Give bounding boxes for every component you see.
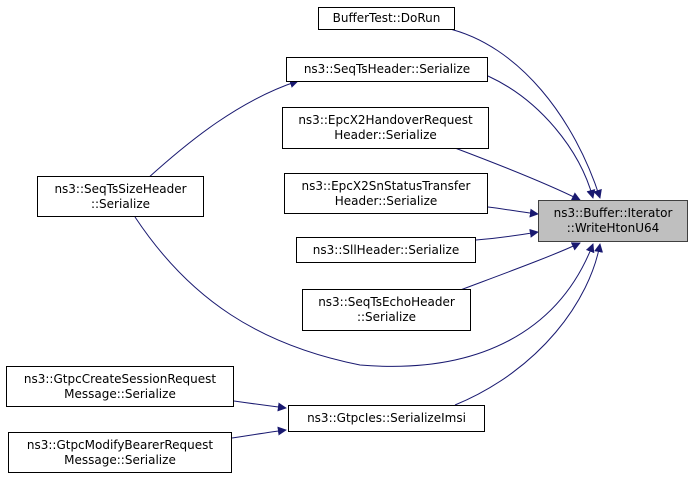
edge-sll-to-target: [475, 228, 539, 241]
edge-seqts-to-target: [487, 75, 596, 199]
node-epcx2snstatustransferheader-serialize[interactable]: ns3::EpcX2SnStatusTransfer Header::Seria…: [284, 173, 488, 214]
node-label-line: ::Serialize: [356, 310, 417, 324]
node-label-line: ns3::GtpcIes::SerializeImsi: [307, 411, 466, 425]
node-label-line: ns3::EpcX2HandoverRequest: [298, 113, 473, 127]
edge-gtpccreate-to-gtpcies: [233, 400, 287, 412]
node-label-line: Header::Serialize: [334, 193, 438, 208]
node-seqtsheader-serialize[interactable]: ns3::SeqTsHeader::Serialize: [286, 57, 488, 82]
node-label-line: Message::Serialize: [64, 386, 176, 401]
edge-gtpcies-to-target: [454, 243, 604, 406]
edge-buffertest-to-target: [445, 27, 602, 199]
node-label-line: ns3::GtpcCreateSessionRequest: [23, 371, 217, 386]
node-label-line: ns3::EpcX2SnStatusTransfer: [301, 178, 471, 193]
node-label-line: ::Serialize: [90, 196, 151, 211]
edge-gtpcmodify-to-gtpcies: [231, 426, 287, 439]
node-label-line: ns3::SeqTsEchoHeader: [318, 295, 455, 309]
edge-epcx2sn-to-target: [487, 206, 539, 218]
edge-seqtssize-to-target: [134, 216, 595, 367]
node-label-line: ns3::Buffer::Iterator: [553, 206, 673, 220]
node-seqtsechoheader-serialize[interactable]: ns3::SeqTsEchoHeader ::Serialize: [302, 289, 471, 331]
edge-seqtsecho-to-target: [454, 242, 581, 293]
node-gtpcies-serializeimsi[interactable]: ns3::GtpcIes::SerializeImsi: [288, 405, 485, 432]
node-gtpccreatesessionrequestmessage-serialize[interactable]: ns3::GtpcCreateSessionRequest Message::S…: [6, 366, 234, 407]
node-label-line: Header::Serialize: [334, 128, 437, 142]
node-label-line: ns3::SeqTsHeader::Serialize: [303, 62, 471, 76]
node-label-line: ::WriteHtonU64: [566, 221, 660, 235]
node-label-line: ns3::GtpcModifyBearerRequest: [26, 437, 214, 452]
node-epcx2handoverrequestheader-serialize[interactable]: ns3::EpcX2HandoverRequest Header::Serial…: [282, 107, 489, 149]
node-buffertest-dorun[interactable]: BufferTest::DoRun: [318, 7, 455, 30]
node-gtpcmodifybearerrequestmessage-serialize[interactable]: ns3::GtpcModifyBearerRequest Message::Se…: [8, 432, 232, 473]
node-label-line: BufferTest::DoRun: [332, 11, 441, 25]
edge-seqtssize-to-seqts: [146, 79, 299, 180]
node-label-line: Message::Serialize: [64, 452, 176, 467]
node-buffer-iterator-writehtonu64: ns3::Buffer::Iterator ::WriteHtonU64: [538, 200, 688, 242]
edge-epcx2handover-to-target: [454, 147, 581, 201]
node-sllheader-serialize[interactable]: ns3::SllHeader::Serialize: [296, 237, 476, 263]
node-label-line: ns3::SllHeader::Serialize: [312, 242, 460, 257]
node-label-line: ns3::SeqTsSizeHeader: [54, 181, 187, 196]
node-seqtssizeheader-serialize[interactable]: ns3::SeqTsSizeHeader ::Serialize: [37, 176, 204, 217]
